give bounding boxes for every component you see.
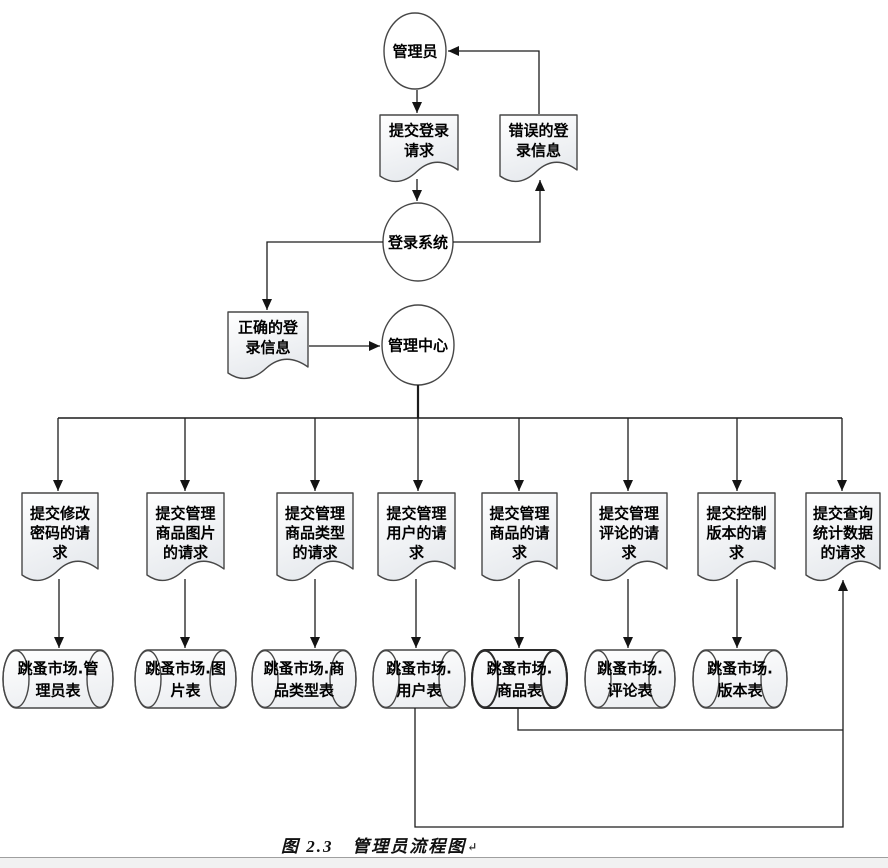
node-table-product-type: 跳蚤市场.商品类型表 bbox=[251, 649, 357, 709]
node-req-manage-user: 提交管理用户的请求 bbox=[377, 492, 456, 582]
edge-user-table-to-query-request bbox=[414, 580, 848, 828]
node-label: 管理员 bbox=[392, 43, 437, 61]
node-table-image: 跳蚤市场.图片表 bbox=[134, 649, 237, 709]
node-table-admin: 跳蚤市场.管理员表 bbox=[2, 649, 114, 709]
edge-login-system-to-correct-login bbox=[262, 241, 383, 310]
node-label: 提交管理商品的请求 bbox=[489, 505, 549, 562]
edge-login-system-to-wrong-login bbox=[453, 180, 545, 243]
node-req-control-version: 提交控制版本的请求 bbox=[697, 492, 776, 582]
edge-wrong-login-to-admin bbox=[448, 46, 540, 114]
window-bottom-bar bbox=[0, 857, 888, 868]
node-table-user: 跳蚤市场.用户表 bbox=[372, 649, 466, 709]
node-label: 跳蚤市场.用户表 bbox=[386, 660, 452, 700]
node-label: 跳蚤市场.评论表 bbox=[597, 660, 663, 700]
node-label: 跳蚤市场.商品表 bbox=[487, 660, 553, 700]
node-submit-login-request: 提交登录请求 bbox=[379, 114, 459, 183]
node-label: 跳蚤市场.版本表 bbox=[707, 660, 773, 700]
node-admin-center: 管理中心 bbox=[381, 304, 455, 386]
paragraph-return-mark: ↵ bbox=[467, 840, 478, 854]
node-table-comment: 跳蚤市场.评论表 bbox=[584, 649, 676, 709]
node-label: 跳蚤市场.商品类型表 bbox=[264, 660, 345, 700]
node-label: 提交管理商品图片的请求 bbox=[155, 505, 215, 562]
node-req-query-statistics: 提交查询统计数据的请求 bbox=[805, 492, 881, 582]
node-label: 提交管理商品类型的请求 bbox=[285, 505, 345, 562]
node-req-manage-comment: 提交管理评论的请求 bbox=[590, 492, 668, 582]
node-label: 正确的登录信息 bbox=[238, 319, 299, 357]
node-label: 错误的登录信息 bbox=[508, 122, 569, 160]
node-label: 跳蚤市场.图片表 bbox=[145, 660, 226, 700]
node-req-manage-product-image: 提交管理商品图片的请求 bbox=[146, 492, 225, 582]
figure-caption: 图 2.3 管理员流程图↵ bbox=[281, 832, 477, 857]
node-login-system: 登录系统 bbox=[382, 202, 454, 282]
node-label: 提交管理评论的请求 bbox=[599, 505, 659, 562]
node-label: 提交查询统计数据的请求 bbox=[813, 505, 873, 562]
node-label: 登录系统 bbox=[387, 234, 448, 252]
node-label: 提交登录请求 bbox=[389, 122, 449, 160]
node-wrong-login-info: 错误的登录信息 bbox=[499, 114, 578, 183]
node-req-manage-product: 提交管理商品的请求 bbox=[481, 492, 558, 582]
node-label: 提交管理用户的请求 bbox=[386, 505, 446, 562]
node-table-version: 跳蚤市场.版本表 bbox=[692, 649, 788, 709]
node-table-product: 跳蚤市场.商品表 bbox=[471, 649, 568, 709]
edge-product-table-to-query-request bbox=[517, 708, 843, 731]
node-label: 提交修改密码的请求 bbox=[30, 505, 91, 562]
node-req-modify-password: 提交修改密码的请求 bbox=[21, 492, 99, 582]
node-req-manage-product-type: 提交管理商品类型的请求 bbox=[276, 492, 354, 582]
node-label: 管理中心 bbox=[388, 337, 448, 355]
figure-caption-text: 图 2.3 管理员流程图 bbox=[281, 837, 467, 856]
node-admin: 管理员 bbox=[383, 12, 447, 90]
node-label: 跳蚤市场.管理员表 bbox=[18, 660, 99, 700]
node-correct-login-info: 正确的登录信息 bbox=[227, 311, 309, 380]
node-label: 提交控制版本的请求 bbox=[706, 505, 766, 562]
